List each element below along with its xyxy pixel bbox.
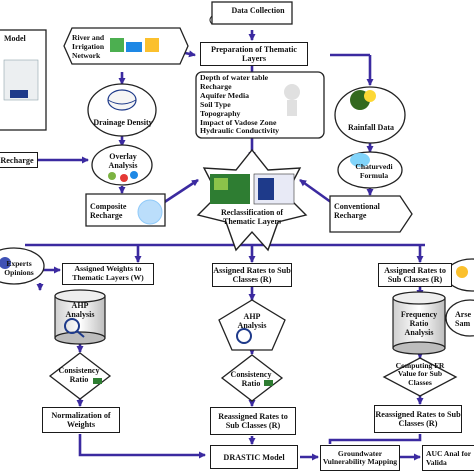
param-item: Depth of water table [200, 73, 269, 82]
diamond-consistency-mid [220, 354, 284, 402]
composite-shape [85, 193, 166, 227]
drastic-params-list: Depth of water table Recharge Aquifer Me… [200, 73, 300, 136]
drainage-density-label: Drainage Density [93, 118, 153, 127]
ahp-mid-label: AHP Analysis [237, 312, 267, 330]
reassigned-mid-box: Reassigned Rates to Sub Classes (R) [210, 407, 296, 435]
assigned-rates-right-box: Assigned Rates to Sub Classes (R) [378, 263, 452, 287]
reassigned-right-label: Reassigned Rates to Sub Classes (R) [375, 410, 461, 428]
normalization-box: Normalization of Weights [42, 407, 120, 433]
param-item: Soil Type [200, 99, 231, 109]
ellipse-rainfall [334, 86, 406, 144]
diamond-computing-fr [382, 357, 458, 397]
reclassification-label: Reclassification of Thematic Layers [221, 208, 283, 226]
conventional-shape [329, 195, 413, 233]
consistency-mid-label: Consistency Ratio [230, 370, 272, 388]
ellipse-chaturvedi [337, 151, 403, 189]
reassigned-mid-label: Reassigned Rates to Sub Classes (R) [218, 412, 288, 430]
arsenic-label: Arse Sam [455, 310, 471, 328]
normalization-label: Normalization of Weights [51, 411, 111, 429]
preparation-box: Preparation of Thematic Layers [200, 42, 308, 66]
arsenic-samples-oval [445, 299, 474, 337]
chaturvedi-label: Chaturvedi Formula [355, 162, 393, 180]
diamond-consistency-left [48, 352, 112, 400]
gw-vulnerability-box: Groundwater Vulnerability Mapping [320, 445, 400, 471]
recharge-left-label: Recharge [0, 155, 34, 165]
recharge-left-box: Recharge [0, 152, 38, 168]
ellipse-overlay [91, 144, 153, 186]
overlay-analysis-label: Overlay Analysis [108, 152, 138, 170]
assigned-weights-box: Assigned Weights to Thematic Layers (W) [62, 263, 154, 285]
drastic-model-box: DRASTIC Model [210, 445, 298, 469]
reassigned-right-box: Reassigned Rates to Sub Classes (R) [374, 405, 462, 433]
conventional-recharge-label: Conventional Recharge [334, 202, 380, 220]
assigned-rates-mid-box: Assigned Rates to Sub Classes (R) [212, 263, 292, 287]
cylinder-frequency [392, 291, 446, 355]
frequency-ratio-label: Frequency Ratio Analysis [400, 310, 438, 337]
preparation-label: Preparation of Thematic Layers [210, 45, 298, 63]
param-item: Impact of Vadose Zone [200, 117, 277, 127]
auc-label: AUC Anal for Valida [426, 449, 472, 467]
data-collection-label: Data Collection [231, 6, 285, 15]
river-network-label: River and Irrigation Network [72, 33, 105, 60]
hexagon-river [63, 27, 189, 65]
drastic-model-label: DRASTIC Model [223, 452, 285, 462]
param-item: Topography [200, 108, 241, 118]
experts-oval [0, 247, 45, 285]
gw-vulnerability-label: Groundwater Vulnerability Mapping [322, 448, 398, 466]
ellipse-drainage [87, 83, 157, 137]
cylinder-ahp-left [54, 289, 106, 345]
assigned-rates-mid-label: Assigned Rates to Sub Classes (R) [213, 266, 291, 284]
param-item: Hydraulic Conductivity [200, 126, 280, 136]
param-item: Recharge [200, 81, 232, 91]
param-item: Aquifer Media [200, 90, 250, 100]
pentagon-ahp-mid [218, 299, 286, 351]
params-box [195, 71, 325, 139]
model-box [0, 29, 47, 131]
consistency-left-label: Consistency Ratio [58, 366, 100, 384]
assigned-rates-right-label: Assigned Rates to Sub Classes (R) [384, 266, 446, 284]
computing-fr-label: Computing FR Value for Sub Classes [395, 361, 445, 387]
assigned-weights-label: Assigned Weights to Thematic Layers (W) [72, 264, 144, 282]
experts-opinions-label: Experts Opinions [4, 259, 34, 277]
auc-box: AUC Anal for Valida [422, 445, 474, 471]
star-reclassification [196, 148, 308, 252]
model-label: Model [4, 34, 26, 43]
composite-recharge-label: Composite Recharge [90, 202, 127, 220]
rainfall-data-label: Rainfall Data [348, 123, 394, 132]
ahp-left-label: AHP Analysis [65, 301, 95, 319]
scroll-data-collection [209, 1, 293, 25]
